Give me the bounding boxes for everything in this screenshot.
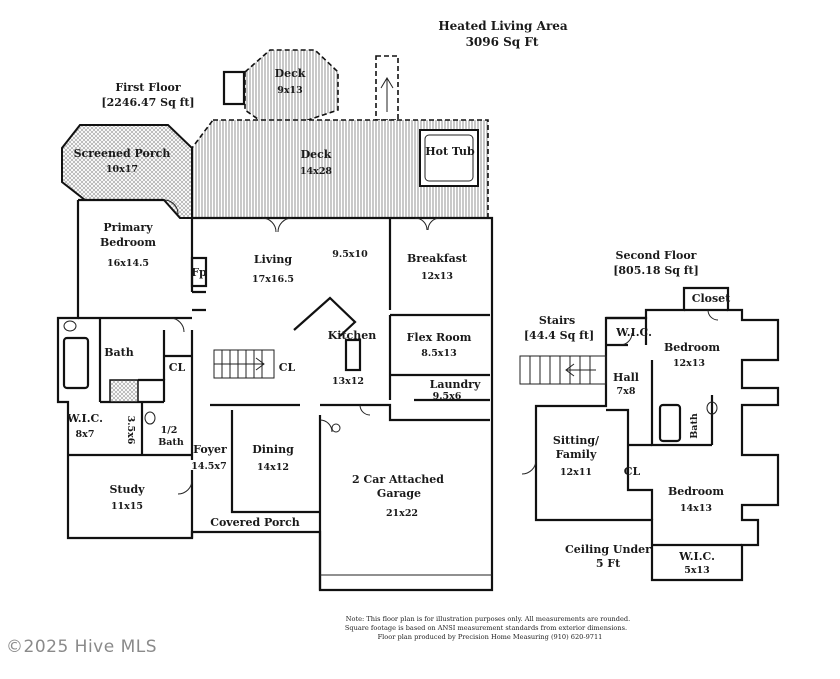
room-dining-name: Dining	[252, 443, 294, 456]
kitchen-island	[344, 338, 362, 372]
disclaimer-line2: Square footage is based on ANSI measurem…	[345, 624, 627, 632]
first-floor-area: [2246.47 Sq ft]	[101, 96, 194, 109]
small-deck-area	[244, 49, 339, 123]
shower	[109, 379, 139, 403]
room-study-name: Study	[109, 483, 145, 496]
room-closet-cl2-name: CL	[279, 361, 296, 374]
room-closet-upper-cl-name: CL	[624, 465, 641, 478]
room-sitting-family-name2: Family	[556, 448, 597, 461]
room-bedroom-upper2-dims: 14x13	[680, 503, 712, 514]
room-bath-name: Bath	[104, 346, 134, 359]
room-deck-small-name: Deck	[275, 67, 306, 80]
room-sitting-family-name1: Sitting/	[553, 434, 600, 447]
room-covered-porch-name: Covered Porch	[210, 516, 300, 529]
room-bedroom-upper2-name: Bedroom	[668, 485, 724, 498]
second-floor-outline	[534, 286, 780, 582]
room-wic-upper2-name: W.I.C.	[678, 550, 715, 563]
upper-bathtub	[658, 403, 682, 443]
stairs-area: [44.4 Sq ft]	[524, 329, 594, 342]
room-hall-dims: 7x8	[617, 386, 636, 397]
room-closet-cl1-name: CL	[169, 361, 186, 374]
ceiling-note-line2: 5 Ft	[596, 557, 621, 570]
fireplace-box	[190, 256, 208, 288]
deck-step	[222, 70, 246, 106]
watermark: ©2025 Hive MLS	[6, 637, 158, 657]
room-wic-upper1-name: W.I.C.	[615, 326, 652, 339]
second-floor-area: [805.18 Sq ft]	[613, 264, 699, 277]
room-dining-dims: 14x12	[257, 462, 289, 473]
room-kitchen-dims: 13x12	[332, 376, 364, 387]
second-floor-title: Second Floor	[616, 249, 697, 262]
room-garage-name2: Garage	[377, 487, 421, 500]
room-primary-bedroom-name1: Primary	[103, 221, 153, 234]
room-primary-bedroom-dims: 16x14.5	[107, 258, 149, 269]
room-deck-main-dims: 14x28	[300, 166, 332, 177]
room-wic-primary-dims: 8x7	[76, 429, 95, 440]
room-hall-name: Hall	[613, 371, 639, 384]
room-deck-small-dims: 9x13	[277, 85, 303, 96]
room-kitchen-nook-dims: 9.5x10	[332, 249, 368, 260]
stairs-title: Stairs	[539, 314, 575, 327]
room-flex-room-dims: 8.5x13	[421, 348, 456, 359]
room-living-name: Living	[254, 253, 292, 266]
room-half-bath-name2: Bath	[158, 437, 184, 448]
room-bedroom-upper1-name: Bedroom	[664, 341, 720, 354]
room-laundry-dims: 9.5x6	[433, 391, 462, 402]
room-wic-primary-name: W.I.C.	[66, 412, 103, 425]
room-laundry-name: Laundry	[430, 378, 481, 391]
room-closet-upper-name: Closet	[692, 292, 731, 305]
screened-porch-area	[61, 124, 193, 219]
header-title: Heated Living Area	[438, 19, 568, 33]
room-foyer-dims: 14.5x7	[191, 461, 226, 472]
room-flex-room-name: Flex Room	[407, 331, 472, 344]
room-garage-dims: 21x22	[386, 508, 418, 519]
room-primary-bedroom-name2: Bedroom	[100, 236, 156, 249]
first-floor-plan	[56, 49, 494, 592]
room-bedroom-upper1-dims: 12x13	[673, 358, 705, 369]
room-breakfast-dims: 12x13	[421, 271, 453, 282]
header-total: 3096 Sq Ft	[466, 35, 539, 49]
disclaimer-line3: Floor plan produced by Precision Home Me…	[378, 633, 603, 641]
room-garage-name1: 2 Car Attached	[352, 473, 444, 486]
room-living-dims: 17x16.5	[252, 274, 294, 285]
bathtub	[62, 336, 90, 390]
room-screened-porch-dims: 10x17	[106, 164, 138, 175]
first-floor-title: First Floor	[115, 81, 181, 94]
second-floor-plan	[519, 286, 780, 582]
room-breakfast-name: Breakfast	[407, 252, 468, 265]
disclaimer-line1: Note: This floor plan is for illustratio…	[346, 615, 631, 623]
first-floor-stairs	[213, 349, 275, 379]
room-half-bath-name1: 1/2	[161, 425, 178, 436]
room-screened-porch-name: Screened Porch	[74, 147, 171, 160]
room-wic-upper2-dims: 5x13	[684, 565, 710, 576]
room-study-dims: 11x15	[111, 501, 143, 512]
room-foyer-name: Foyer	[193, 443, 227, 456]
hot-tub-box	[419, 129, 479, 187]
room-kitchen-name: Kitchen	[328, 329, 377, 342]
ceiling-note-line1: Ceiling Under	[565, 543, 651, 556]
room-fireplace-name: Fp	[191, 266, 207, 279]
room-bath-upper-name: Bath	[689, 413, 700, 439]
second-floor-stairs	[519, 355, 607, 385]
room-sitting-family-dims: 12x11	[560, 467, 592, 478]
room-hot-tub-name: Hot Tub	[425, 145, 475, 158]
up-arrow-icon	[380, 77, 394, 112]
room-linen-dims: 3.5x6	[125, 416, 136, 445]
room-deck-main-name: Deck	[301, 148, 332, 161]
